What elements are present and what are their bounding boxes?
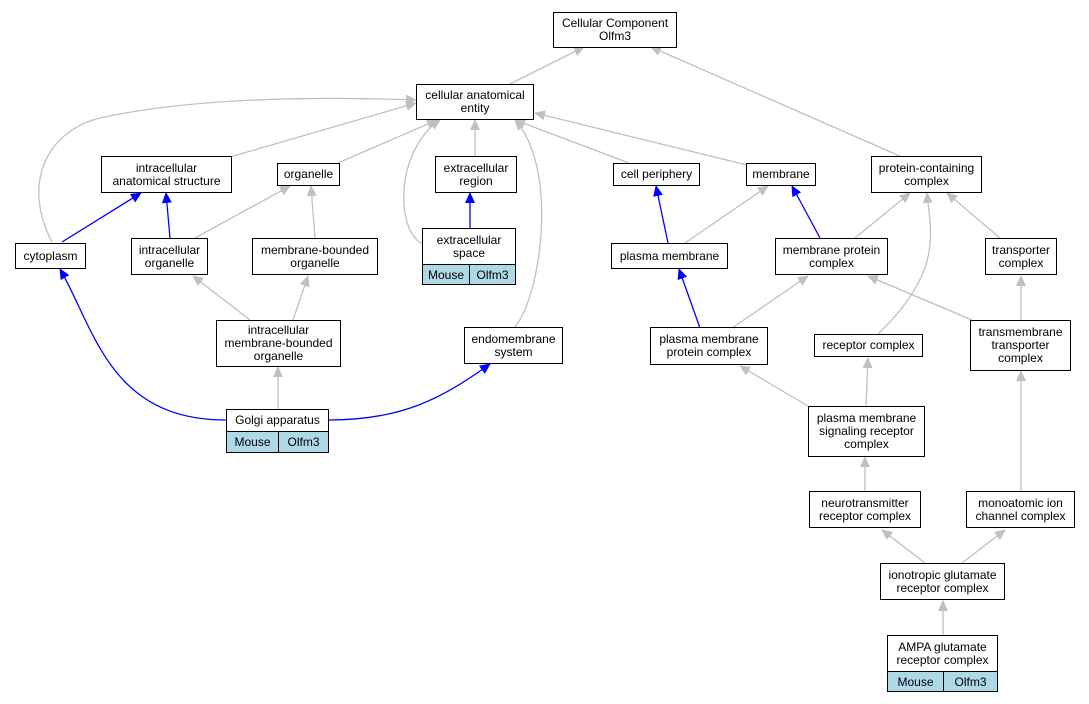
annotation-olfm3[interactable]: Olfm3 (943, 671, 998, 692)
edge-pcc-root (650, 46, 903, 158)
annotation-olfm3[interactable]: Olfm3 (469, 264, 516, 285)
edge-es-cae (403, 119, 441, 245)
node-plasma-membrane-signaling-receptor-complex[interactable]: plasma membrane signaling receptor compl… (808, 406, 925, 457)
edge-pmpc-mpc (731, 275, 809, 329)
edge-golgi-ems (328, 363, 491, 421)
annotation-mouse[interactable]: Mouse (226, 431, 279, 453)
node-membrane-bounded-organelle[interactable]: membrane-bounded organelle (252, 238, 378, 275)
node-receptor-complex[interactable]: receptor complex (814, 334, 923, 357)
node-intracellular-membrane-bounded-organelle[interactable]: intracellular membrane-bounded organelle (216, 320, 341, 367)
edge-io-ias (161, 192, 172, 239)
edge-rc-pcc (877, 192, 933, 335)
node-ampa-glutamate-receptor-complex[interactable]: AMPA glutamate receptor complex (887, 635, 998, 672)
edge-cp-cae (514, 118, 630, 164)
edge-mpc-mem (791, 185, 821, 239)
node-golgi-apparatus[interactable]: Golgi apparatus (226, 409, 329, 432)
annotation-mouse[interactable]: Mouse (422, 264, 470, 285)
node-intracellular-anatomical-structure[interactable]: intracellular anatomical structure (101, 156, 232, 193)
node-ionotropic-glutamate-receptor-complex[interactable]: ionotropic glutamate receptor complex (880, 563, 1005, 600)
node-endomembrane-system[interactable]: endomembrane system (464, 327, 563, 364)
annotation-mouse[interactable]: Mouse (887, 671, 944, 692)
node-plasma-membrane-protein-complex[interactable]: plasma membrane protein complex (650, 327, 768, 365)
node-organelle[interactable]: organelle (277, 163, 340, 186)
node-extracellular-region[interactable]: extracellular region (435, 156, 517, 193)
edge-cae-root (509, 46, 585, 85)
node-transporter-complex[interactable]: transporter complex (985, 238, 1057, 275)
edge-imbo-io (192, 275, 251, 321)
edge-cyto-cae (38, 94, 417, 243)
edge-ttc-mpc (867, 275, 973, 321)
edge-igrc-micc (961, 529, 1006, 564)
node-cytoplasm[interactable]: cytoplasm (15, 243, 86, 269)
edge-pm-mem (684, 185, 769, 244)
node-protein-containing-complex[interactable]: protein-containing complex (871, 156, 982, 193)
node-intracellular-organelle[interactable]: intracellular organelle (131, 238, 208, 275)
edge-pmsrc-rc (862, 357, 873, 407)
edge-pmsrc-pmpc (739, 365, 809, 407)
node-transmembrane-transporter-complex[interactable]: transmembrane transporter complex (970, 320, 1071, 371)
edge-ias-cae (229, 100, 417, 158)
node-monoatomic-ion-channel-complex[interactable]: monoatomic ion channel complex (966, 491, 1075, 528)
node-cell-periphery[interactable]: cell periphery (613, 163, 700, 186)
node-neurotransmitter-receptor-complex[interactable]: neurotransmitter receptor complex (809, 491, 921, 528)
edge-golgi-cyto (59, 268, 227, 421)
edge-io-organelle (194, 185, 291, 239)
edge-igrc-ntrc (881, 529, 926, 564)
edge-mbo-organelle (306, 185, 317, 239)
node-cellular-component-olfm3[interactable]: Cellular Component Olfm3 (553, 12, 677, 48)
edge-mpc-pcc (854, 192, 911, 239)
edge-mem-cae (534, 110, 748, 166)
edge-ems-cae (513, 119, 543, 329)
edge-pm-cp (653, 185, 669, 244)
node-cellular-anatomical-entity[interactable]: cellular anatomical entity (416, 84, 534, 120)
node-plasma-membrane[interactable]: plasma membrane (611, 243, 728, 269)
edge-organelle-cae (337, 119, 438, 164)
edge-cyto-ias (61, 192, 142, 243)
node-extracellular-space[interactable]: extracellular space (422, 228, 516, 265)
edge-tc-pcc (946, 192, 1001, 239)
node-membrane-protein-complex[interactable]: membrane protein complex (775, 238, 888, 275)
annotation-olfm3[interactable]: Olfm3 (278, 431, 329, 453)
node-membrane[interactable]: membrane (746, 163, 816, 186)
edge-imbo-mbo (292, 275, 310, 321)
edge-pmpc-pm (677, 268, 701, 329)
